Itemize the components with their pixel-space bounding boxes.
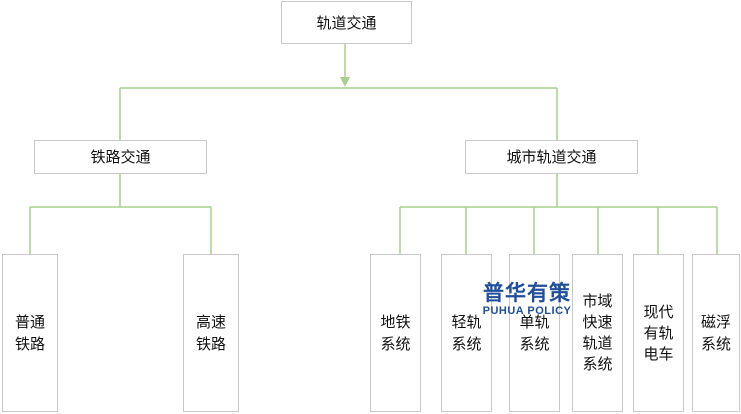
leaf-conventional-railway: 普通 铁路 xyxy=(2,254,58,412)
root-node: 轨道交通 xyxy=(281,1,412,44)
leaf-light-rail: 轻轨 系统 xyxy=(441,254,492,412)
leaf-high-speed-railway: 高速 铁路 xyxy=(183,254,239,412)
railway-node: 铁路交通 xyxy=(34,140,207,174)
leaf-maglev: 磁浮 系统 xyxy=(692,254,740,412)
leaf-suburban-rapid-rail: 市域 快速 轨道 系统 xyxy=(572,254,623,412)
arrow-head xyxy=(340,77,350,87)
leaf-metro: 地铁 系统 xyxy=(370,254,421,412)
urban-rail-node: 城市轨道交通 xyxy=(465,140,638,174)
leaf-modern-tram: 现代 有轨 电车 xyxy=(633,254,684,412)
leaf-monorail: 单轨 系统 xyxy=(509,254,560,412)
